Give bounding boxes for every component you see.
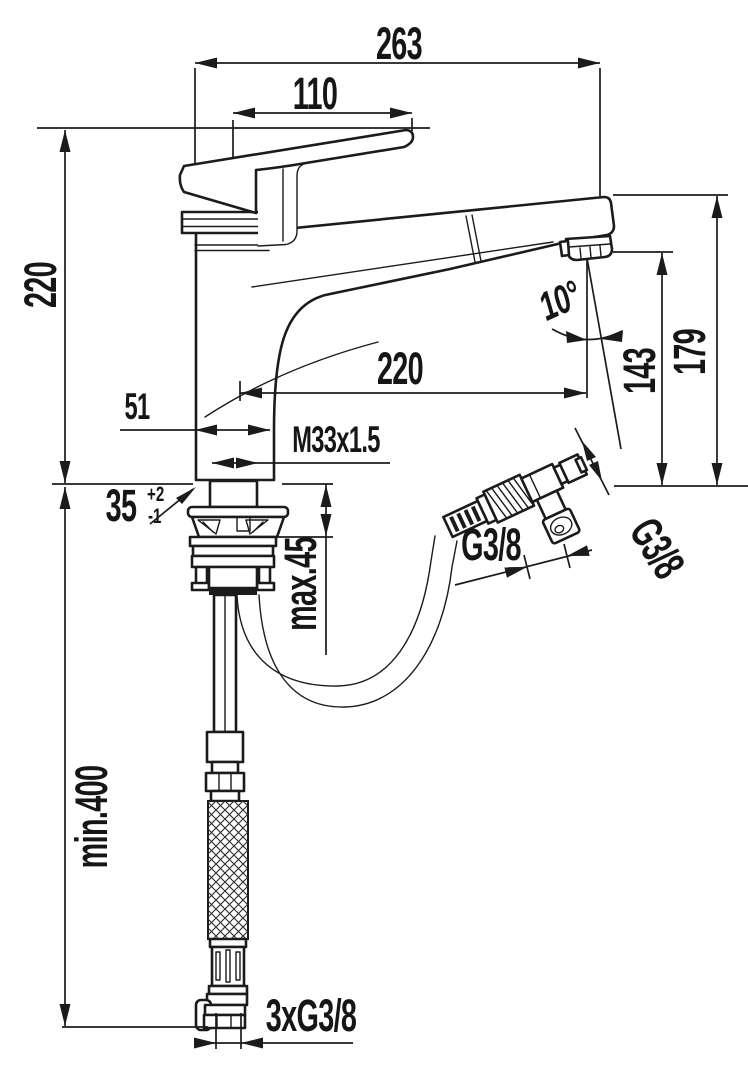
dim-height-above-counter: 220 [17, 262, 67, 308]
coupling-neck [209, 789, 241, 803]
dim-handle-length: 110 [293, 70, 338, 120]
mounting-shank [208, 479, 259, 509]
dim-min-hose-length: min.400 [68, 766, 118, 869]
end-fitting-top [203, 1003, 247, 1017]
dim-angled-hose-thread: G3/8 [619, 510, 693, 587]
cone-triangle-right [245, 519, 269, 535]
shank-base-seal [209, 588, 257, 595]
body-spout-outline [194, 195, 616, 482]
dim-side-hose-thread: G3/8 [461, 521, 521, 571]
fitting-slot-1 [215, 951, 221, 981]
dim-g38-rot-line [574, 427, 610, 496]
dimension-labels: 263 110 220 220 51 M33x1.5 35 +2 -1 max.… [17, 20, 716, 1042]
crimp-slot [449, 515, 460, 533]
dim-outlet-height: 143 [616, 348, 666, 394]
aerator-step [558, 239, 571, 258]
spray-hose-loop [236, 535, 458, 708]
dim-shank-thread: M33x1.5 [292, 419, 380, 461]
spout-highlight-line [251, 241, 554, 288]
crimp-slot [470, 505, 482, 522]
end-fitting-hex [202, 1013, 247, 1030]
spray-head-joint [465, 214, 482, 263]
dome-edge [257, 162, 306, 247]
dim-body-depth: 51 [124, 386, 149, 428]
mounting-nut [190, 554, 276, 569]
fitting-slot-3 [235, 951, 241, 981]
end-hex-facets [216, 1014, 232, 1029]
lower-block [205, 992, 249, 1007]
hose-inner-edge [236, 535, 436, 687]
rod-foot-right [255, 581, 276, 592]
lock-ring-2 [191, 544, 275, 558]
braided-hose-pattern [208, 801, 248, 939]
dim-hole-diameter: 35 [106, 482, 137, 532]
escutcheon-plate [186, 505, 290, 519]
fitting-slot-2 [225, 949, 231, 983]
hose-outer-edge [258, 540, 458, 708]
dome-fill [258, 163, 306, 246]
cone-triangle-left [197, 519, 221, 535]
faucet-body [178, 128, 616, 482]
coupling-hex-facets [218, 772, 232, 792]
supply-hose [194, 593, 249, 1032]
branch-hole-inner [554, 524, 565, 534]
dim-hole-tol-minus: -1 [148, 503, 161, 527]
coupling-sleeve [205, 730, 245, 764]
crimp-slot [463, 509, 475, 526]
dim-overall-depth: 263 [376, 20, 422, 70]
branch-thread-hole [549, 516, 573, 536]
dim-hole-tol-plus: +2 [147, 481, 164, 505]
rod-foot-left [190, 581, 211, 592]
angle-ref-tilted [586, 257, 622, 450]
knurl-hatch [485, 477, 533, 520]
hose-connector [442, 453, 589, 545]
lock-ring-1 [188, 535, 278, 548]
coupling-step [210, 760, 240, 775]
dim-outlet-angle: 10° [532, 273, 587, 330]
spout-highlight-line-2 [204, 341, 379, 418]
dimension-lines [37, 57, 748, 1049]
shank-base-block [207, 565, 259, 590]
cone-center-tab [236, 516, 251, 532]
handle-lever [178, 128, 415, 215]
aerator [564, 234, 614, 262]
collar-lines [181, 218, 263, 228]
dim-spout-top-height: 179 [666, 329, 716, 375]
dim-max-deck-thickness: max.45 [277, 537, 327, 631]
body-step-line [528, 473, 542, 499]
coupling-hex [204, 771, 246, 793]
mounting-hardware [186, 479, 290, 595]
crimp-slot [456, 512, 467, 529]
dim-bottom-connections: 3xG3/8 [266, 992, 357, 1042]
aerator-detail [568, 243, 611, 259]
swivel-collar [180, 210, 264, 235]
column-joint-lines [194, 244, 270, 252]
dim-spout-reach: 220 [377, 345, 423, 395]
stub-end-cap [574, 455, 589, 474]
